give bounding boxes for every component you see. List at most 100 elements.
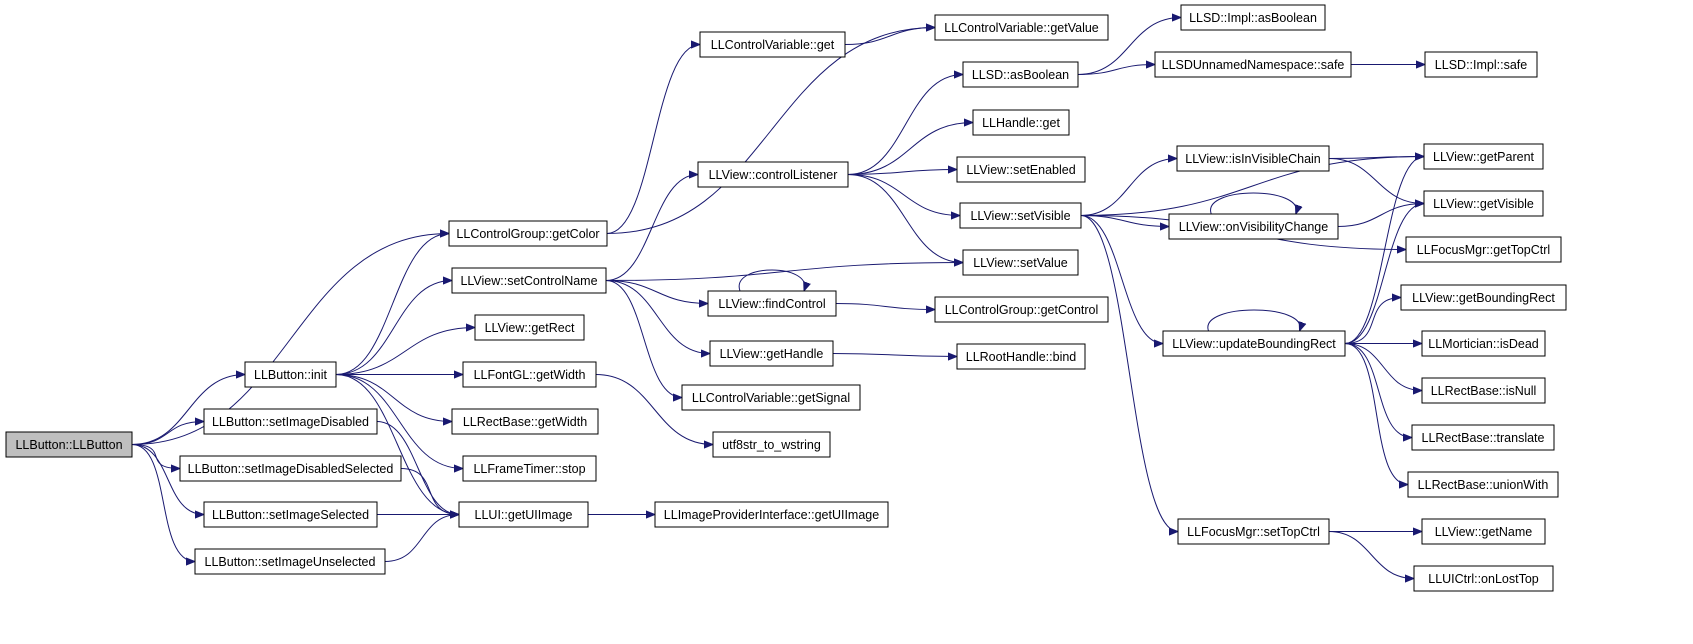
edge-n14-n22 [847,123,973,175]
node-label: LLControlGroup::getControl [945,303,1099,317]
node-llsd-asboolean[interactable]: LLSD::asBoolean [962,61,1079,88]
node-label: LLUICtrl::onLostTop [1428,572,1539,586]
node-llfocusmgr-gettopctrl[interactable]: LLFocusMgr::getTopCtrl [1405,236,1562,263]
node-llview-setcontrolname[interactable]: LLView::setControlName [451,267,607,294]
node-llview-setenabled[interactable]: LLView::setEnabled [956,156,1086,183]
node-box [244,361,337,388]
node-box [1421,330,1546,357]
edge-n7-n14 [605,175,698,281]
node-llsd-impl-safe[interactable]: LLSD::Impl::safe [1424,51,1538,78]
node-box [448,220,608,247]
edge-n0-n6 [131,234,449,445]
node-llview-findcontrol[interactable]: LLView::findControl [707,290,837,317]
edge-n24-n33 [1080,215,1163,344]
node-llbutton-setimageunselected[interactable]: LLButton::setImageUnselected [194,548,386,575]
node-llbutton-setimagedisabledselected[interactable]: LLButton::setImageDisabledSelected [179,455,402,482]
edge-n6-n20 [606,28,935,234]
node-llsd-impl-asboolean[interactable]: LLSD::Impl::asBoolean [1180,4,1326,31]
node-label: LLButton::init [254,368,327,382]
node-box [707,290,837,317]
node-label: LLButton::setImageDisabled [212,415,369,429]
node-llview-onvisibilitychange[interactable]: LLView::onVisibilityChange [1168,213,1339,240]
node-box [1162,330,1346,357]
node-llrectbase-translate[interactable]: LLRectBase::translate [1411,424,1555,451]
node-llrectbase-getwidth[interactable]: LLRectBase::getWidth [451,408,599,435]
node-label: LLButton::LLButton [15,438,122,452]
edge-n7-n17 [605,280,682,398]
node-llmortician-isdead[interactable]: LLMortician::isDead [1421,330,1546,357]
node-llview-gethandle[interactable]: LLView::getHandle [709,340,834,367]
node-llbutton-init[interactable]: LLButton::init [244,361,337,388]
node-box [462,361,597,388]
node-box [959,202,1082,229]
edge-n7-n15 [605,280,708,304]
node-box [712,431,831,458]
node-llbutton-setimagedisabled[interactable]: LLButton::setImageDisabled [203,408,378,435]
node-label: LLSDUnnamedNamespace::safe [1162,58,1345,72]
node-label: LLView::setEnabled [966,163,1075,177]
node-llcontrolvariable-get[interactable]: LLControlVariable::get [699,31,846,58]
node-llsdunnamednamespace-safe[interactable]: LLSDUnnamedNamespace::safe [1154,51,1352,78]
node-llhandle-get[interactable]: LLHandle::get [972,109,1070,136]
node-box [1413,565,1554,592]
node-utf8str-to-wstring[interactable]: utf8str_to_wstring [712,431,831,458]
node-llframetimer-stop[interactable]: LLFrameTimer::stop [462,455,597,482]
node-box [5,431,133,458]
node-label: LLView::getRect [485,321,575,335]
node-label: LLView::getName [1435,525,1533,539]
edge-n0-n4 [131,444,204,515]
node-box [962,249,1079,276]
node-label: LLView::setVisible [970,209,1070,223]
node-llview-getvisible[interactable]: LLView::getVisible [1423,190,1544,217]
node-box [1424,51,1538,78]
node-box [1168,213,1339,240]
node-llrectbase-unionwith[interactable]: LLRectBase::unionWith [1407,471,1559,498]
node-box [203,501,378,528]
node-llview-getrect[interactable]: LLView::getRect [474,314,585,341]
node-label: LLMortician::isDead [1428,337,1539,351]
edge-n33-n33 [1207,309,1300,331]
edge-n32-n32 [1210,192,1297,214]
node-label: LLFrameTimer::stop [473,462,585,476]
node-llview-updateboundingrect[interactable]: LLView::updateBoundingRect [1162,330,1346,357]
edge-n33-n36 [1344,204,1424,344]
node-label: LLView::updateBoundingRect [1172,337,1336,351]
node-llimageproviderinterface-getuiimage[interactable]: LLImageProviderInterface::getUIImage [654,501,889,528]
node-llui-getuiimage[interactable]: LLUI::getUIImage [458,501,589,528]
node-label: LLButton::setImageDisabledSelected [188,462,394,476]
node-llbutton-setimageselected[interactable]: LLButton::setImageSelected [203,501,378,528]
node-llview-getname[interactable]: LLView::getName [1421,518,1546,545]
node-llfontgl-getwidth[interactable]: LLFontGL::getWidth [462,361,597,388]
node-llview-getboundingrect[interactable]: LLView::getBoundingRect [1400,284,1567,311]
node-label: LLSD::Impl::asBoolean [1189,11,1317,25]
node-llview-getparent[interactable]: LLView::getParent [1423,143,1544,170]
node-llview-controllistener[interactable]: LLView::controlListener [697,161,849,188]
node-lluictrl-onlosttop[interactable]: LLUICtrl::onLostTop [1413,565,1554,592]
edge-n9-n18 [595,374,713,445]
node-llcontrolgroup-getcontrol[interactable]: LLControlGroup::getControl [934,296,1109,323]
node-llview-setvalue[interactable]: LLView::setValue [962,249,1079,276]
node-box [934,14,1109,41]
node-llrectbase-isnull[interactable]: LLRectBase::isNull [1421,377,1546,404]
node-llview-setvisible[interactable]: LLView::setVisible [959,202,1082,229]
node-llfocusmgr-settopctrl[interactable]: LLFocusMgr::setTopCtrl [1177,518,1330,545]
node-llcontrolvariable-getvalue[interactable]: LLControlVariable::getValue [934,14,1109,41]
node-label: LLFontGL::getWidth [474,368,586,382]
node-box [1154,51,1352,78]
node-label: LLUI::getUIImage [475,508,573,522]
node-llbutton-llbutton[interactable]: LLButton::LLButton [5,431,133,458]
node-box [1180,4,1326,31]
edge-n6-n13 [606,45,700,234]
node-label: LLRectBase::translate [1422,431,1545,445]
node-llcontrolvariable-getsignal[interactable]: LLControlVariable::getSignal [681,384,861,411]
node-llview-isinvisiblechain[interactable]: LLView::isInVisibleChain [1176,145,1330,172]
node-label: LLHandle::get [982,116,1060,130]
node-box [1400,284,1567,311]
node-llroothandle-bind[interactable]: LLRootHandle::bind [956,343,1086,370]
node-box [697,161,849,188]
node-box [179,455,402,482]
node-llcontrolgroup-getcolor[interactable]: LLControlGroup::getColor [448,220,608,247]
edge-n14-n24 [847,174,960,216]
edge-n21-n28 [1077,18,1181,75]
edge-n0-n3 [131,444,180,469]
